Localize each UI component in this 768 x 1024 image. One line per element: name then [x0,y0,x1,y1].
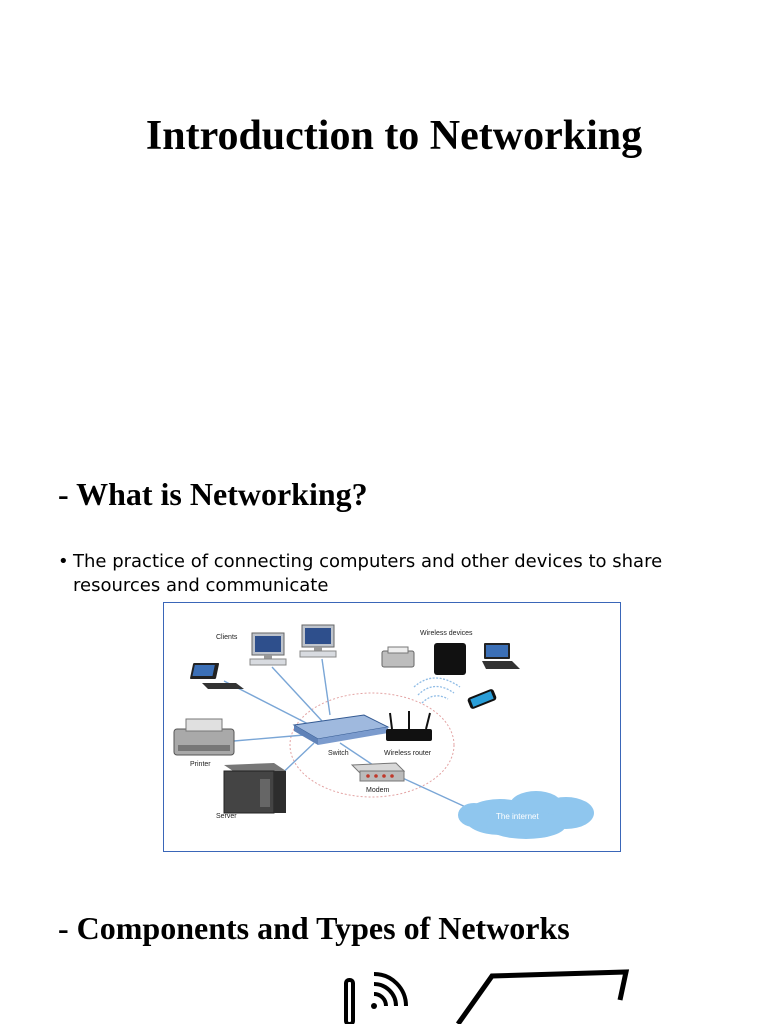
printer-icon [173,718,235,756]
tablet-icon [434,643,466,675]
label-wireless-devices: Wireless devices [420,630,473,637]
label-printer: Printer [190,761,211,768]
bullet-definition: • The practice of connecting computers a… [58,550,698,598]
antenna-bar-icon [344,978,355,1024]
switch-outline-icon [455,969,630,1024]
label-server: Server [216,813,237,820]
bullet-text: The practice of connecting computers and… [73,551,663,596]
modem-icon [350,762,406,782]
phone-icon [467,689,497,709]
section-heading-components: - Components and Types of Networks [58,910,570,946]
wifi-signal-icon [371,972,408,1009]
internet-cloud-icon [458,791,594,839]
laptop-icon [190,663,244,689]
router-icon [386,711,432,741]
laptop-right-icon [482,643,520,669]
label-wireless-router: Wireless router [384,750,432,757]
desktop-icon-2 [299,624,337,658]
label-clients: Clients [216,634,238,641]
label-internet: The internet [496,812,539,821]
server-icon [223,763,286,814]
switch-icon [292,714,390,745]
label-modem: Modem [366,787,390,794]
network-diagram: Clients Wireless devices Printer Server … [163,602,621,852]
slide-title: Introduction to Networking [145,113,643,159]
network-diagram-svg: Clients Wireless devices Printer Server … [173,624,594,839]
bullet-dot: • [58,551,69,572]
bottom-illustration [344,969,630,1024]
wireless-printer-icon [381,646,415,668]
desktop-icon-1 [249,632,287,666]
section-heading-what-is-networking: - What is Networking? [58,476,368,512]
label-switch: Switch [328,750,349,757]
